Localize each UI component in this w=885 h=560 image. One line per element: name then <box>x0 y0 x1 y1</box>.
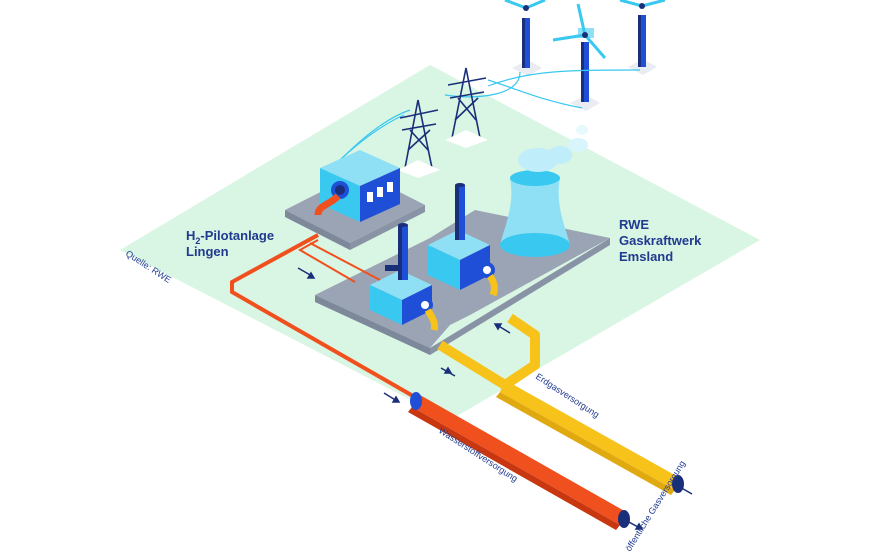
label-pilot-line1: H2-Pilotanlage <box>186 228 274 246</box>
wind-turbine-2 <box>552 3 607 111</box>
label-rwe-line1: RWE <box>619 217 649 232</box>
gas-turbine-building-back <box>428 183 498 297</box>
h2-electrolyzer-building <box>314 150 400 222</box>
label-rwe-line2: Gaskraftwerk <box>619 233 702 248</box>
flow-arrows <box>297 267 693 530</box>
label-rwe-line3: Emsland <box>619 249 673 264</box>
natural-gas-pipeline <box>437 313 684 495</box>
transmission-pylon-1 <box>398 99 440 178</box>
wind-turbine-1 <box>504 0 546 76</box>
hydrogen-pipeline <box>230 233 630 530</box>
cooling-tower <box>500 125 588 257</box>
wind-turbine-3 <box>619 0 666 75</box>
label-pilot-line2: Lingen <box>186 244 229 259</box>
transmission-pylon-2 <box>445 67 488 148</box>
gas-turbine-building-front <box>370 223 438 331</box>
